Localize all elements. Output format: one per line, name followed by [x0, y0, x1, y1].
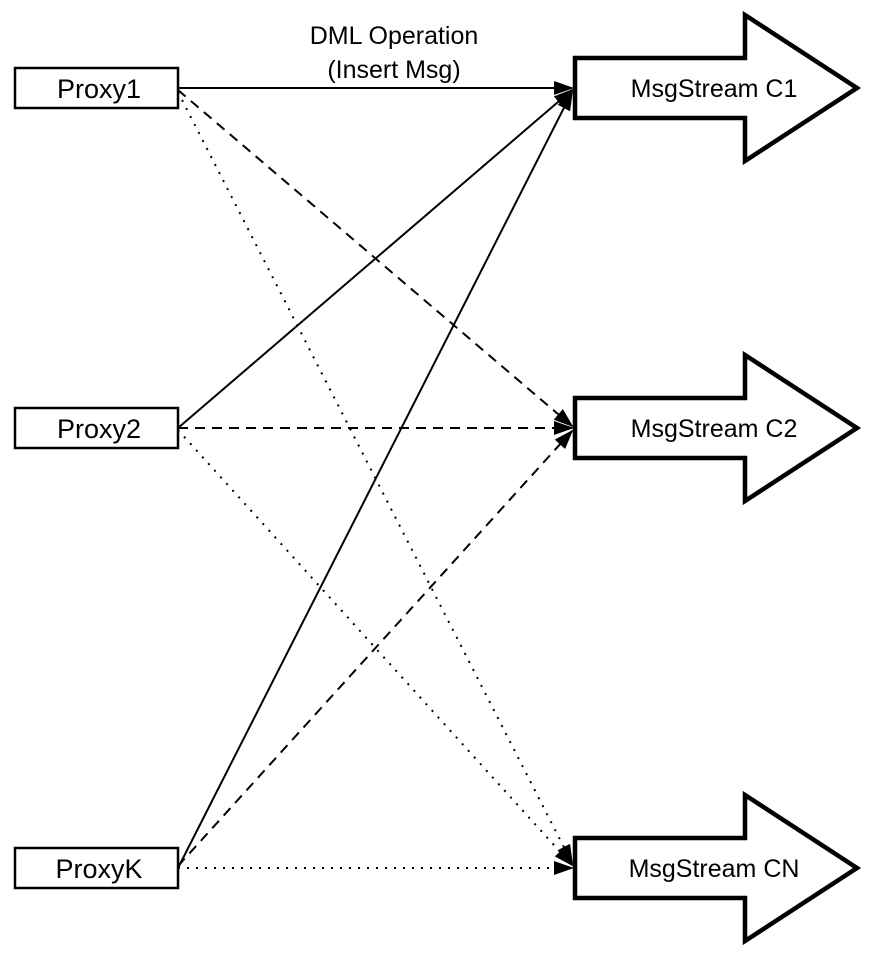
proxy1-rect [13, 66, 180, 110]
edge-proxy1-to-cn [177, 91, 573, 865]
stream-cn-shape [572, 790, 862, 946]
stream-arrow-c2: MsgStream C2 [572, 350, 862, 506]
stream-c2-label: MsgStream C2 [631, 415, 798, 443]
stream-c1-label: MsgStream C1 [631, 75, 798, 103]
proxy2-label: Proxy2 [57, 414, 141, 444]
stream-c1-shape [572, 10, 862, 166]
stream-cn-label: MsgStream CN [629, 855, 800, 883]
edge-proxyk-to-c2 [177, 429, 574, 867]
proxy1-label: Proxy1 [57, 74, 141, 104]
proxy-box-2: Proxy2 [13, 406, 180, 450]
edge-proxyk-to-c1 [177, 90, 573, 869]
proxy2-rect [13, 406, 180, 450]
proxy-box-k: ProxyK [13, 846, 180, 890]
connector-edges [177, 81, 574, 875]
annotation-line1: DML Operation [310, 22, 479, 50]
edge-proxy1-to-c2 [177, 89, 574, 428]
dml-operation-annotation: DML Operation (Insert Msg) [310, 22, 479, 84]
stream-c2-shape [572, 350, 862, 506]
annotation-line2: (Insert Msg) [327, 56, 460, 84]
proxy-box-1: Proxy1 [13, 66, 180, 110]
proxyk-label: ProxyK [55, 854, 142, 884]
proxyk-rect [13, 846, 180, 890]
stream-arrow-c1: MsgStream C1 [572, 10, 862, 166]
stream-arrow-cn: MsgStream CN [572, 790, 862, 946]
